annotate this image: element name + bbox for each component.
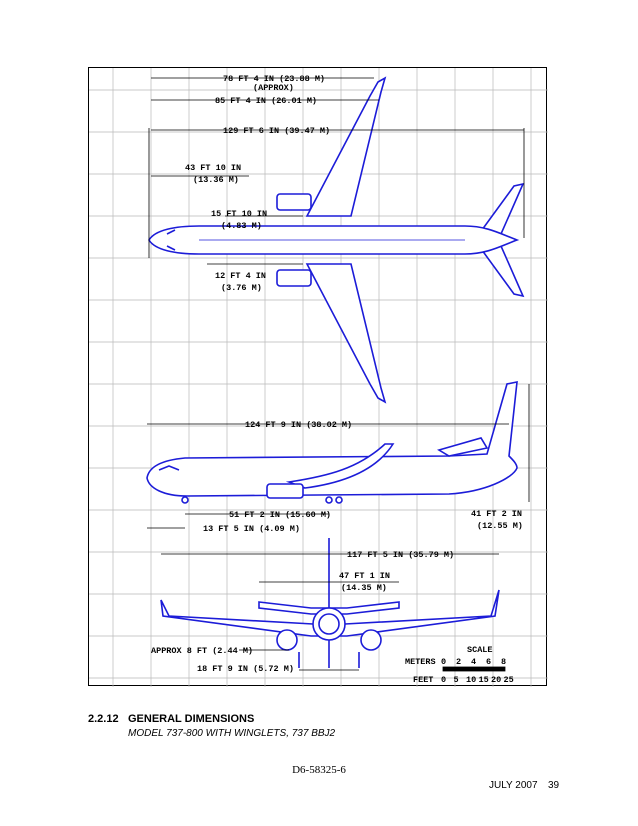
front-view-aircraft <box>160 538 500 668</box>
section-title: GENERAL DIMENSIONS <box>128 713 255 725</box>
page-number: 39 <box>548 780 560 791</box>
grid <box>89 68 548 687</box>
scale-feet-label: FEET <box>413 675 433 685</box>
scale-tick-label: 20 <box>491 675 501 685</box>
scale-tick-label: 15 <box>479 675 489 685</box>
dim-47-b: (14.35 M) <box>341 583 387 593</box>
dim-43-a: 43 FT 10 IN <box>185 163 241 173</box>
section-number: 2.2.12 <box>88 713 119 725</box>
scale-meters-label: METERS <box>405 657 436 667</box>
dim-height-a: 41 FT 2 IN <box>471 509 522 519</box>
scale-tick-label: 4 <box>471 657 476 667</box>
dim-wingspan: 117 FT 5 IN (35.79 M) <box>347 550 454 560</box>
front-view-dimensions: 117 FT 5 IN (35.79 M) 47 FT 1 IN (14.35 … <box>151 550 499 674</box>
scale-title: SCALE <box>467 645 493 655</box>
dim-12-a: 12 FT 4 IN <box>215 271 266 281</box>
section-subtitle: MODEL 737-800 WITH WINGLETS, 737 BBJ2 <box>128 728 336 739</box>
side-view-aircraft <box>146 381 518 504</box>
dim-43-b: (13.36 M) <box>193 175 239 185</box>
scale-tick-label: 10 <box>466 675 476 685</box>
scale-tick-label: 25 <box>504 675 514 685</box>
scale-tick-label: 0 <box>441 675 446 685</box>
dim-18: 18 FT 9 IN (5.72 M) <box>197 664 294 674</box>
dim-13: 13 FT 5 IN (4.09 M) <box>203 524 300 534</box>
dim-length-approx: 78 FT 4 IN (23.88 M) <box>223 74 325 84</box>
dim-15-b: (4.83 M) <box>221 221 262 231</box>
dim-51: 51 FT 2 IN (15.60 M) <box>229 510 331 520</box>
dim-side-length: 124 FT 9 IN (38.02 M) <box>245 420 352 430</box>
scale-tick-label: 8 <box>501 657 506 667</box>
dim-47-a: 47 FT 1 IN <box>339 571 390 581</box>
drawing-frame: 78 FT 4 IN (23.88 M) (APPROX) 85 FT 4 IN… <box>88 67 548 687</box>
dim-approx-label: (APPROX) <box>253 83 294 93</box>
scale-tick-label: 2 <box>456 657 461 667</box>
document-id: D6-58325-6 <box>292 764 346 776</box>
dim-85: 85 FT 4 IN (26.01 M) <box>215 96 317 106</box>
dim-15-a: 15 FT 10 IN <box>211 209 267 219</box>
top-view-aircraft <box>148 76 525 404</box>
general-dimensions-drawing: 78 FT 4 IN (23.88 M) (APPROX) 85 FT 4 IN… <box>89 68 548 687</box>
scale-tick-label: 5 <box>454 675 459 685</box>
dim-8: APPROX 8 FT (2.44 M) <box>151 646 253 656</box>
side-view-dimensions: 124 FT 9 IN (38.02 M) 51 FT 2 IN (15.60 … <box>147 384 530 534</box>
scale-tick-label: 0 <box>441 657 446 667</box>
dim-12-b: (3.76 M) <box>221 283 262 293</box>
scale-tick-label: 6 <box>486 657 491 667</box>
top-view-dimensions: 78 FT 4 IN (23.88 M) (APPROX) 85 FT 4 IN… <box>148 74 525 293</box>
dim-height-b: (12.55 M) <box>477 521 523 531</box>
footer-date: JULY 2007 <box>489 780 538 791</box>
dim-span: 129 FT 6 IN (39.47 M) <box>223 126 330 136</box>
